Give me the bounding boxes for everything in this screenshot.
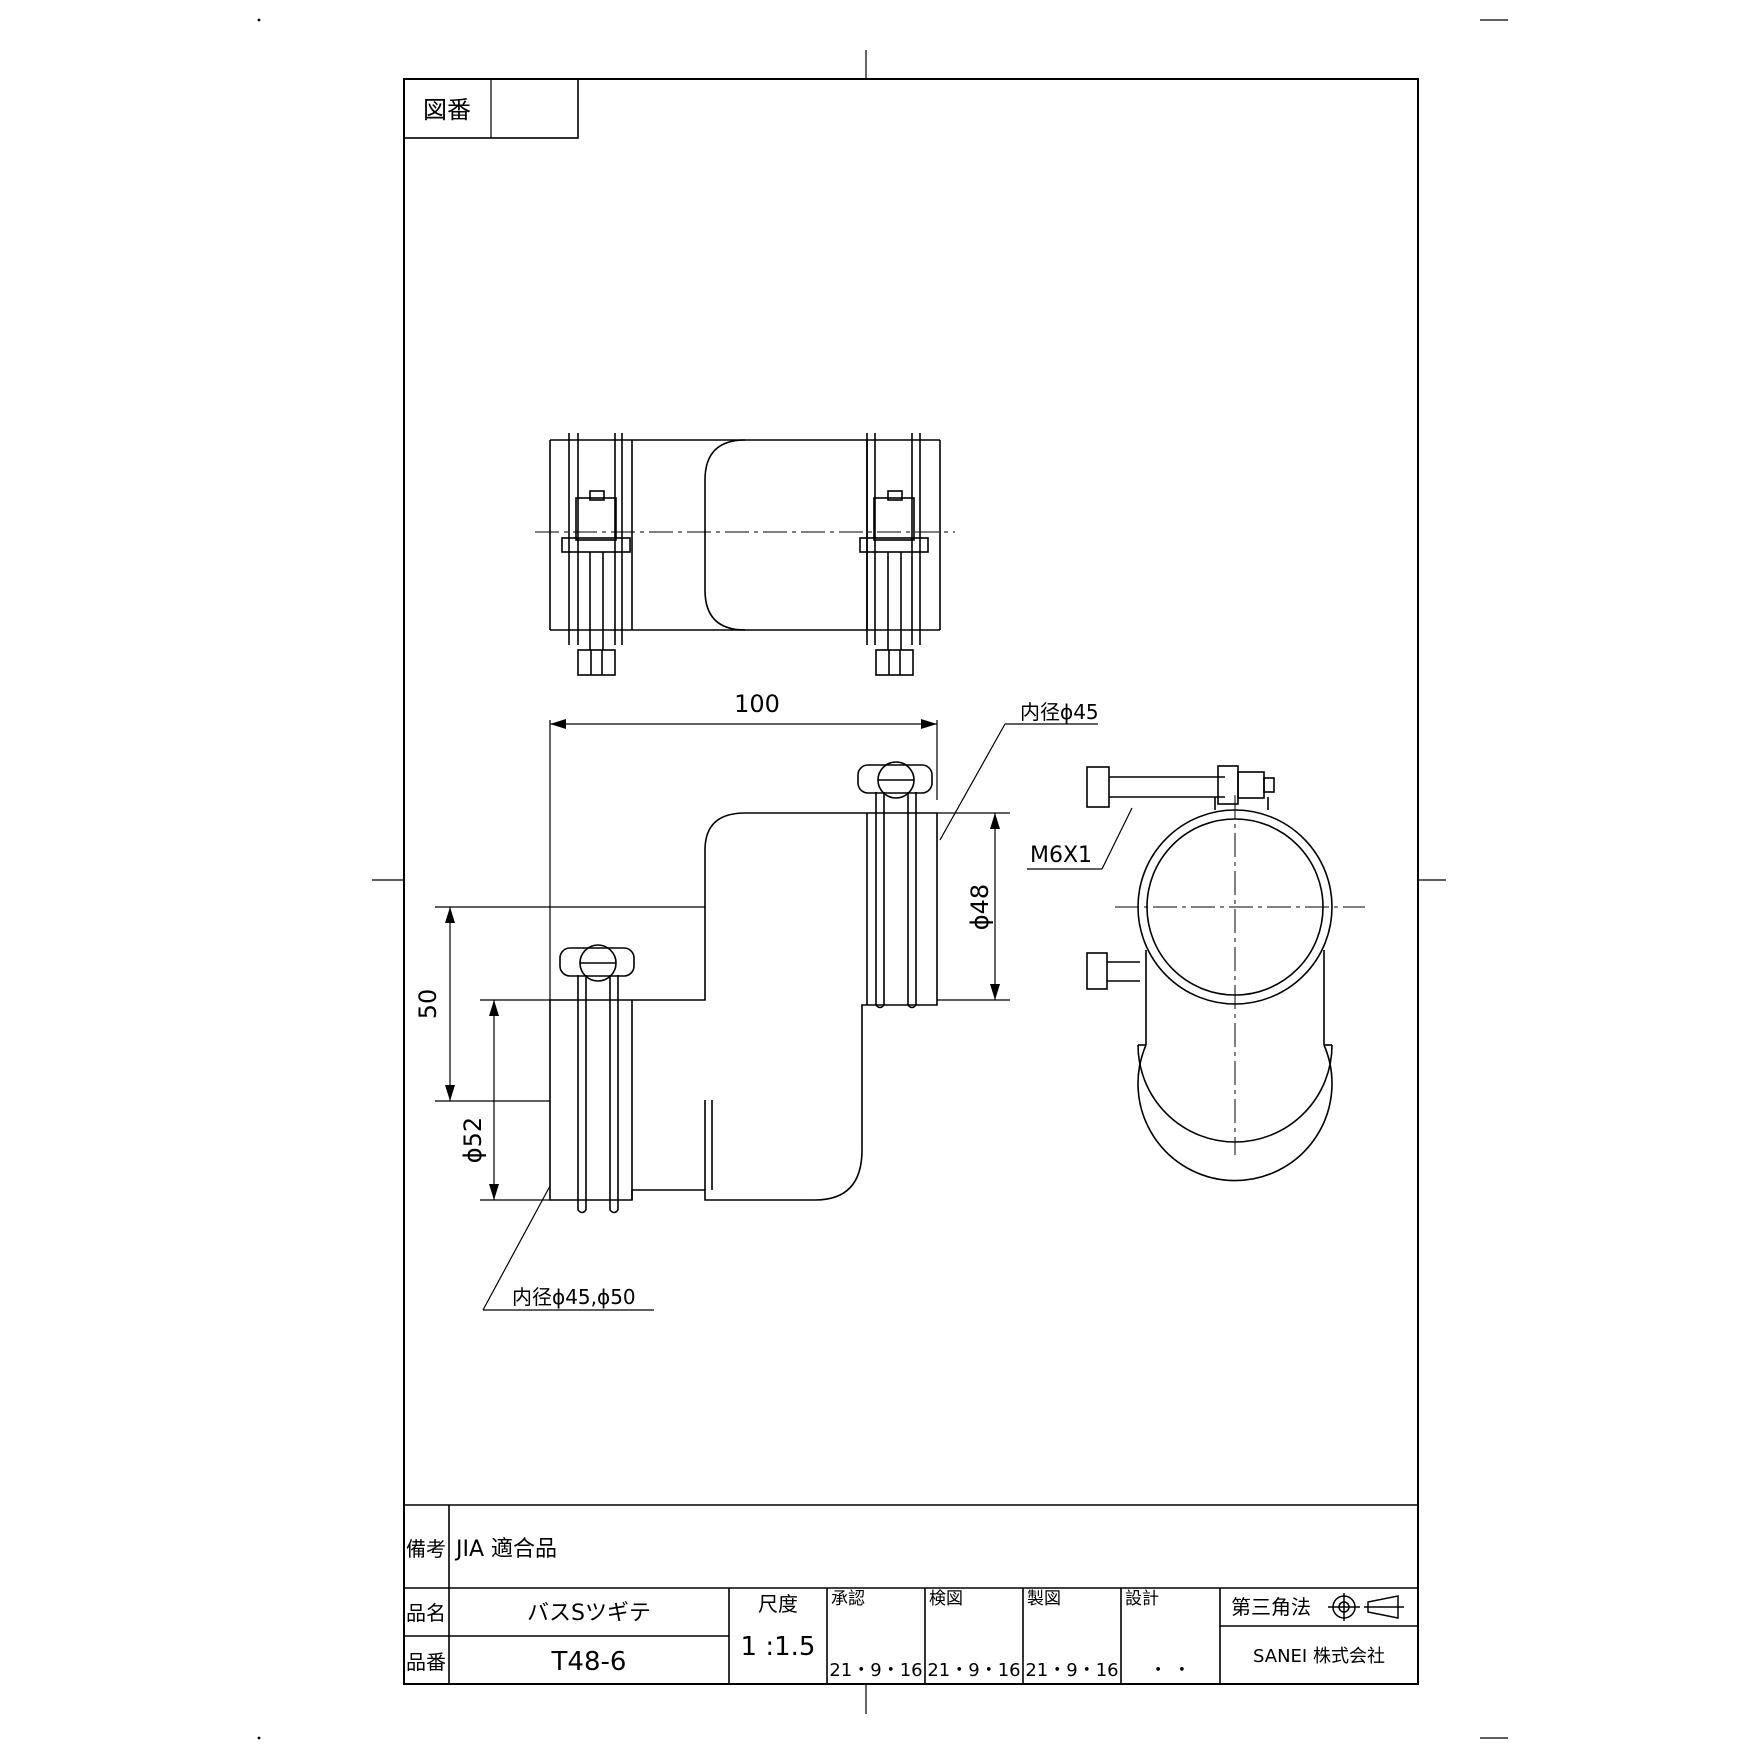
company-name: SANEI 株式会社 xyxy=(1253,1646,1385,1667)
product-number-value: T48-6 xyxy=(551,1647,627,1677)
dim-offset-50: 50 xyxy=(414,989,442,1020)
dim-bolt-m6x1: M6X1 xyxy=(1030,843,1092,868)
dimension-labels: 100 内径ϕ45 ϕ48 50 ϕ52 内径ϕ45,ϕ50 M6X1 xyxy=(414,690,1099,1309)
dimension-lines xyxy=(435,719,1133,1311)
scale-label: 尺度 xyxy=(758,1592,798,1616)
drawn-label: 製図 xyxy=(1027,1589,1061,1609)
checked-label: 検図 xyxy=(929,1589,963,1609)
top-view-right-clamp xyxy=(859,433,929,676)
dim-inner-diameter-inlet: 内径ϕ45,ϕ50 xyxy=(512,1285,636,1309)
dim-diameter-inlet: ϕ52 xyxy=(459,1117,487,1163)
third-angle-projection-icon xyxy=(1328,1593,1404,1621)
front-view xyxy=(549,761,938,1214)
drawing-frame xyxy=(403,78,1419,1685)
drawn-date: 21・9・16 xyxy=(1025,1660,1118,1681)
product-name-value: バスSツギテ xyxy=(527,1601,651,1626)
remarks-label: 備考 xyxy=(406,1537,446,1561)
checked-date: 21・9・16 xyxy=(927,1660,1020,1681)
front-view-left-clamp xyxy=(559,944,635,1214)
sheet-marks xyxy=(257,18,1508,1740)
front-view-right-clamp xyxy=(857,761,933,1009)
design-label: 設計 xyxy=(1125,1589,1159,1609)
drawing-number-box: 図番 xyxy=(403,78,579,139)
side-view xyxy=(1086,765,1365,1182)
approved-label: 承認 xyxy=(831,1589,865,1609)
projection-label: 第三角法 xyxy=(1231,1595,1311,1619)
product-name-label: 品名 xyxy=(406,1601,446,1625)
scale-value: 1 :1.5 xyxy=(741,1632,816,1662)
remarks-value: JIA 適合品 xyxy=(454,1537,557,1562)
product-number-label: 品番 xyxy=(406,1650,446,1674)
side-bolt-upper xyxy=(1086,766,1110,808)
dim-length-100: 100 xyxy=(734,690,780,718)
design-date: ・ ・ xyxy=(1149,1660,1191,1681)
approved-date: 21・9・16 xyxy=(829,1660,922,1681)
drawing-number-label: 図番 xyxy=(423,96,471,124)
side-bolt-lower xyxy=(1086,952,1108,990)
title-block xyxy=(404,1504,1418,1684)
title-block-text: 備考 JIA 適合品 品名 バスSツギテ 品番 T48-6 尺度 1 :1.5 … xyxy=(406,1537,1385,1681)
dim-inner-diameter-outlet: 内径ϕ45 xyxy=(1020,700,1099,724)
dim-diameter-outlet: ϕ48 xyxy=(966,884,994,930)
top-view xyxy=(535,433,955,676)
top-view-left-clamp xyxy=(561,433,631,676)
